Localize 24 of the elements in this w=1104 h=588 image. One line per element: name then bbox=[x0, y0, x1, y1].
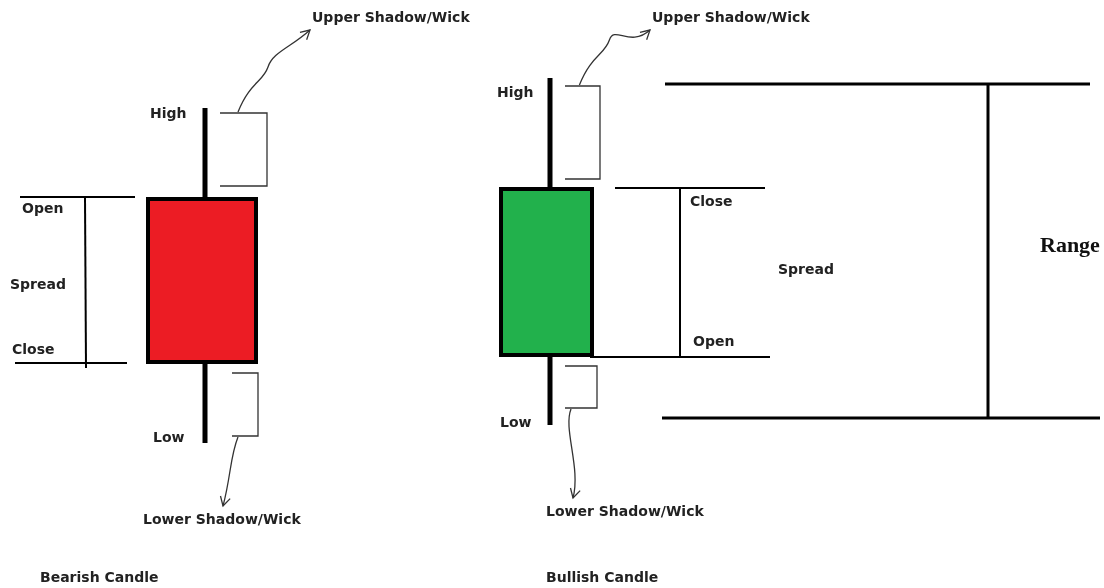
hand-drawn-arrow bbox=[237, 29, 311, 113]
hand-drawn-arrow bbox=[219, 436, 239, 507]
hand-drawn-arrow bbox=[568, 408, 581, 499]
price-label: High bbox=[497, 83, 534, 101]
callout-label: Upper Shadow/Wick bbox=[652, 8, 810, 28]
price-label: Low bbox=[500, 413, 532, 431]
bracket-marker bbox=[565, 85, 601, 180]
spread-label: Spread bbox=[778, 260, 834, 278]
price-label: High bbox=[150, 104, 187, 122]
callout-label: Lower Shadow/Wick bbox=[143, 510, 301, 530]
price-label: Open bbox=[693, 332, 735, 350]
bracket-marker bbox=[565, 365, 598, 409]
bracket-marker bbox=[220, 112, 268, 187]
price-label: Open bbox=[22, 199, 64, 217]
caption: Bearish Candle bbox=[40, 568, 159, 586]
caption: Bullish Candle bbox=[546, 568, 659, 586]
spread-label: Spread bbox=[10, 275, 66, 293]
price-label: Close bbox=[690, 192, 733, 210]
callout-label: Lower Shadow/Wick bbox=[546, 502, 704, 522]
hand-drawn-arrow bbox=[578, 29, 651, 86]
price-label: Low bbox=[153, 428, 185, 446]
callout-label: Upper Shadow/Wick bbox=[312, 8, 470, 28]
price-label: Close bbox=[12, 340, 55, 358]
bracket-marker bbox=[232, 372, 259, 437]
